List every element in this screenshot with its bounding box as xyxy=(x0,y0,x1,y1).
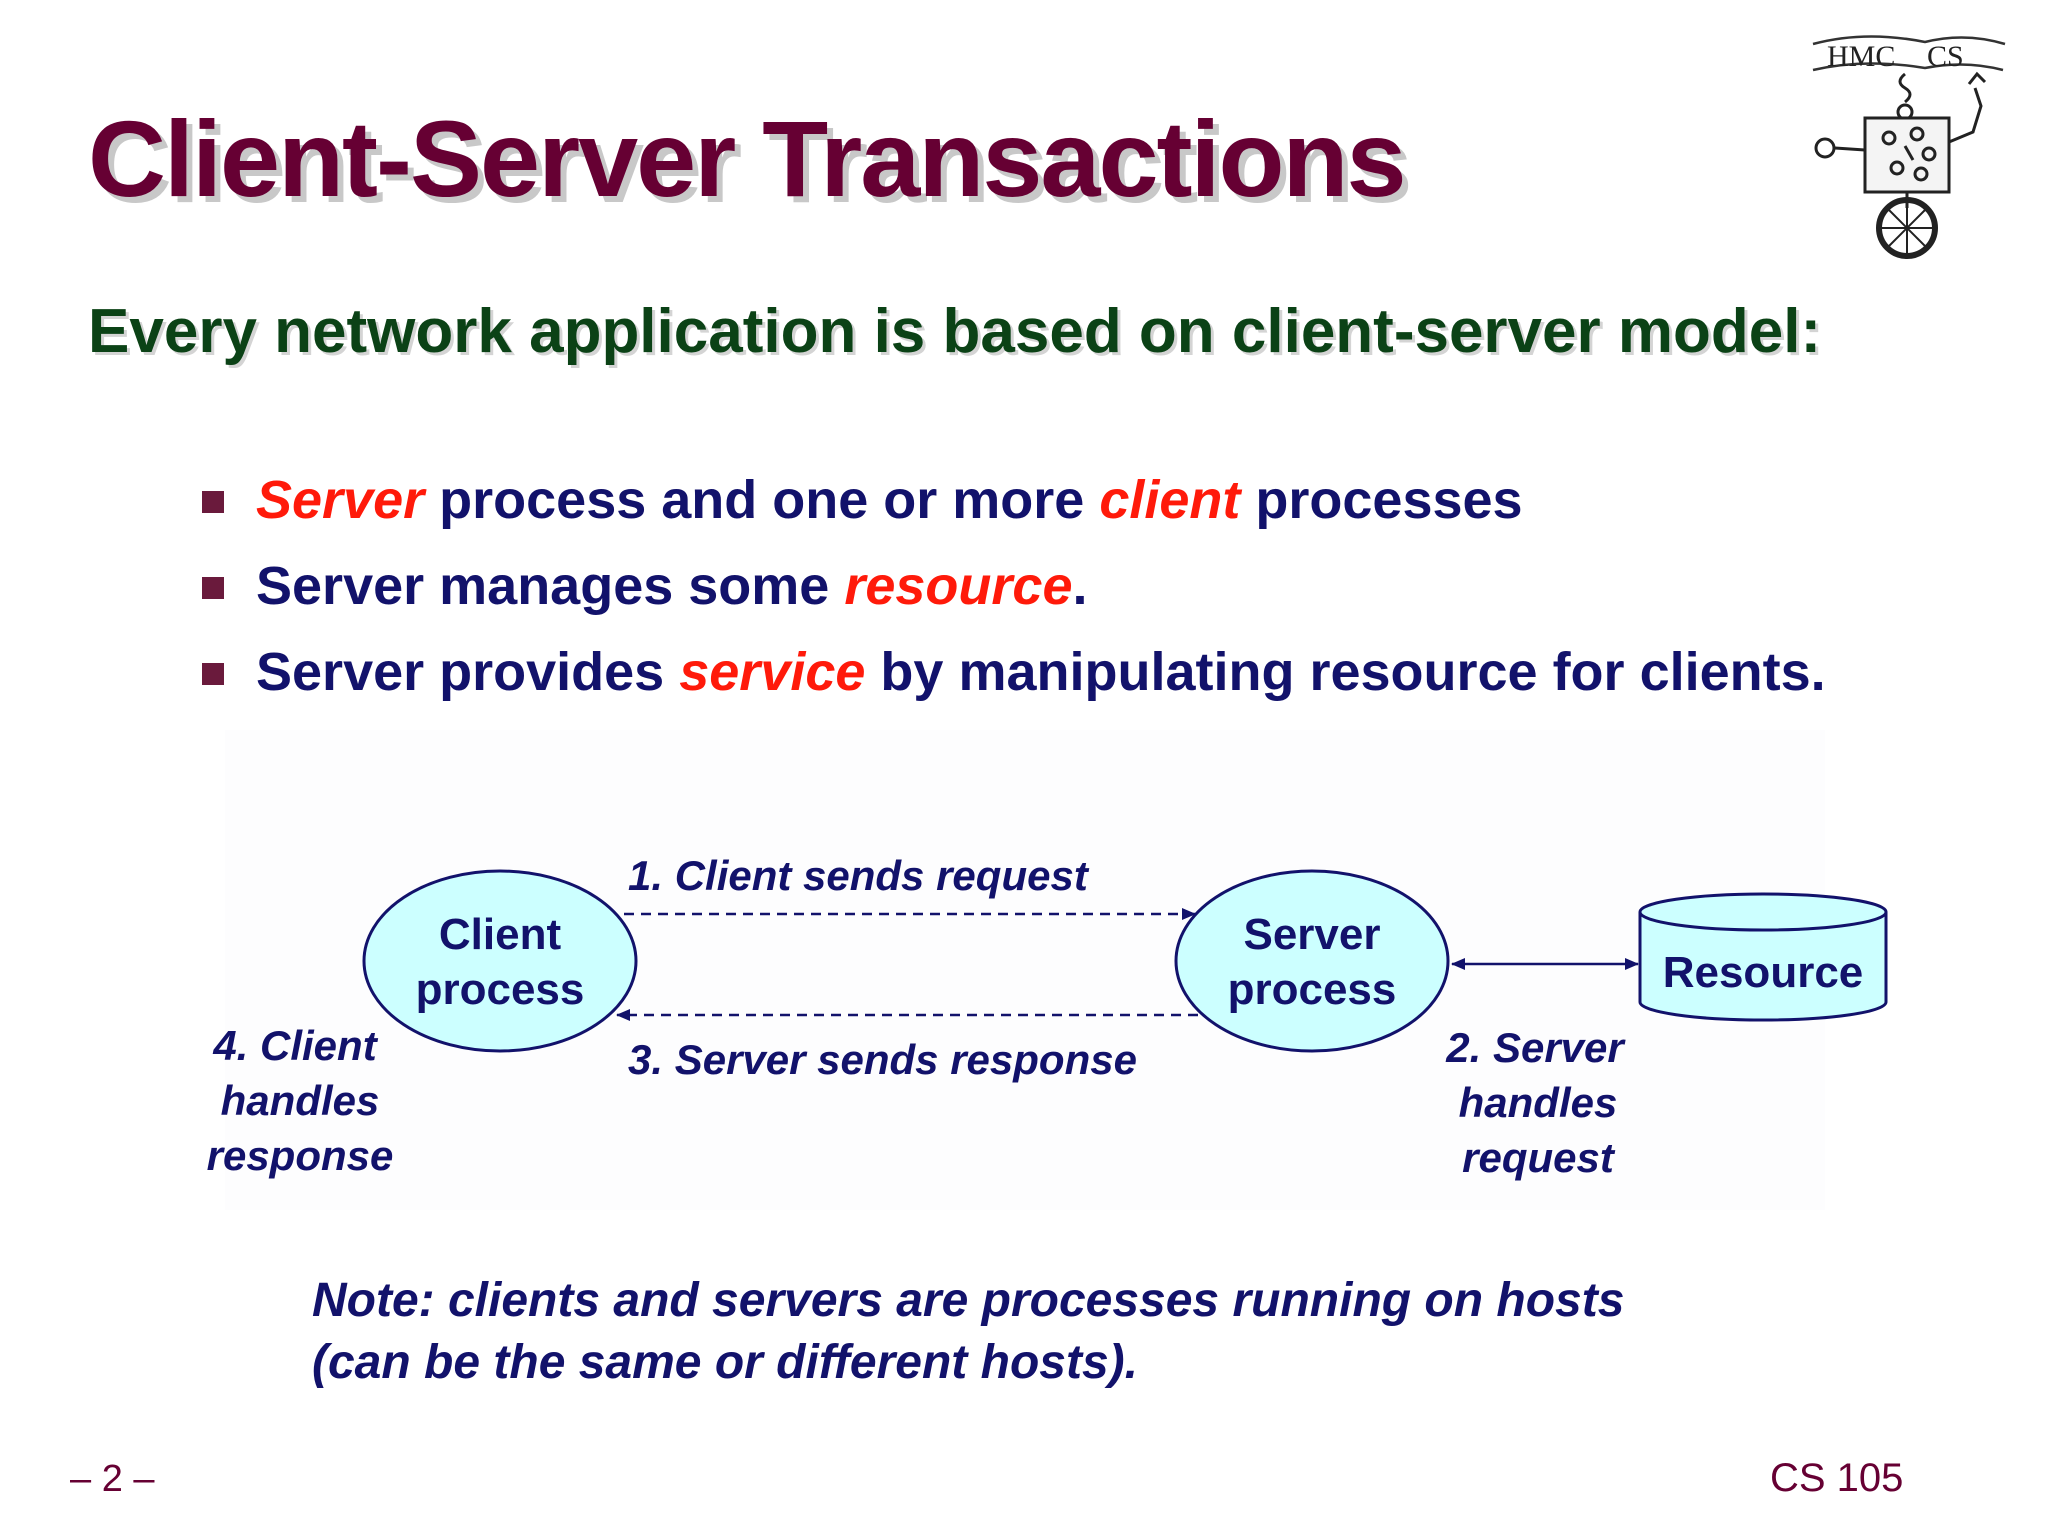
bullet-text: processes xyxy=(1240,470,1523,530)
step4-label-line3: response xyxy=(207,1132,394,1179)
server-label-line1: Server xyxy=(1243,910,1380,959)
resource-node xyxy=(1638,892,1888,1022)
square-bullet-icon xyxy=(202,577,224,599)
lead-statement: Every network application is based on cl… xyxy=(88,297,1822,366)
step2-label-line2: handles xyxy=(1459,1079,1618,1126)
server-label-line2: process xyxy=(1228,965,1397,1014)
highlight-term: service xyxy=(679,642,866,702)
bullet-item: Server process and one or more client pr… xyxy=(200,462,1826,548)
bullet-item: Server provides service by manipulating … xyxy=(200,634,1826,720)
note-line1: Note: clients and servers are processes … xyxy=(312,1274,1625,1327)
square-bullet-icon xyxy=(202,491,224,513)
step2-label-line1: 2. Server xyxy=(1445,1024,1626,1071)
highlight-term: Server xyxy=(256,470,425,530)
highlight-term: resource xyxy=(844,556,1073,616)
bullet-list: Server process and one or more client pr… xyxy=(200,462,1826,720)
note-text: Note: clients and servers are processes … xyxy=(312,1270,1624,1394)
note-line2: (can be the same or different hosts). xyxy=(312,1336,1138,1389)
hmc-cs-logo-icon: HMC CS xyxy=(1812,35,2006,259)
logo-text-hmc: HMC xyxy=(1827,40,1895,73)
slide-title: Client-Server Transactions xyxy=(88,98,1407,219)
highlight-term: client xyxy=(1099,470,1241,530)
course-code: CS 105 xyxy=(1770,1456,1904,1500)
step1-label: 1. Client sends request xyxy=(628,852,1090,899)
client-label-line1: Client xyxy=(439,910,562,959)
server-process-node xyxy=(1174,869,1450,1053)
bullet-text: Server manages some xyxy=(256,556,845,616)
step4-label-line2: handles xyxy=(221,1077,380,1124)
bullet-text: process and one or more xyxy=(424,470,1100,530)
page-number: – 2 – xyxy=(70,1458,155,1500)
step4-label-line1: 4. Client xyxy=(212,1022,378,1069)
resource-label: Resource xyxy=(1663,948,1864,997)
client-label-line2: process xyxy=(416,965,585,1014)
step2-label-line3: request xyxy=(1462,1134,1616,1181)
bullet-text: Server provides xyxy=(256,642,680,702)
client-process-node xyxy=(362,869,638,1053)
bullet-text: by manipulating resource for clients. xyxy=(865,642,1826,702)
bullet-text: . xyxy=(1072,556,1088,616)
bullet-item: Server manages some resource. xyxy=(200,548,1826,634)
step3-label: 3. Server sends response xyxy=(628,1036,1137,1083)
logo-text-cs: CS xyxy=(1927,40,1964,73)
square-bullet-icon xyxy=(202,663,224,685)
